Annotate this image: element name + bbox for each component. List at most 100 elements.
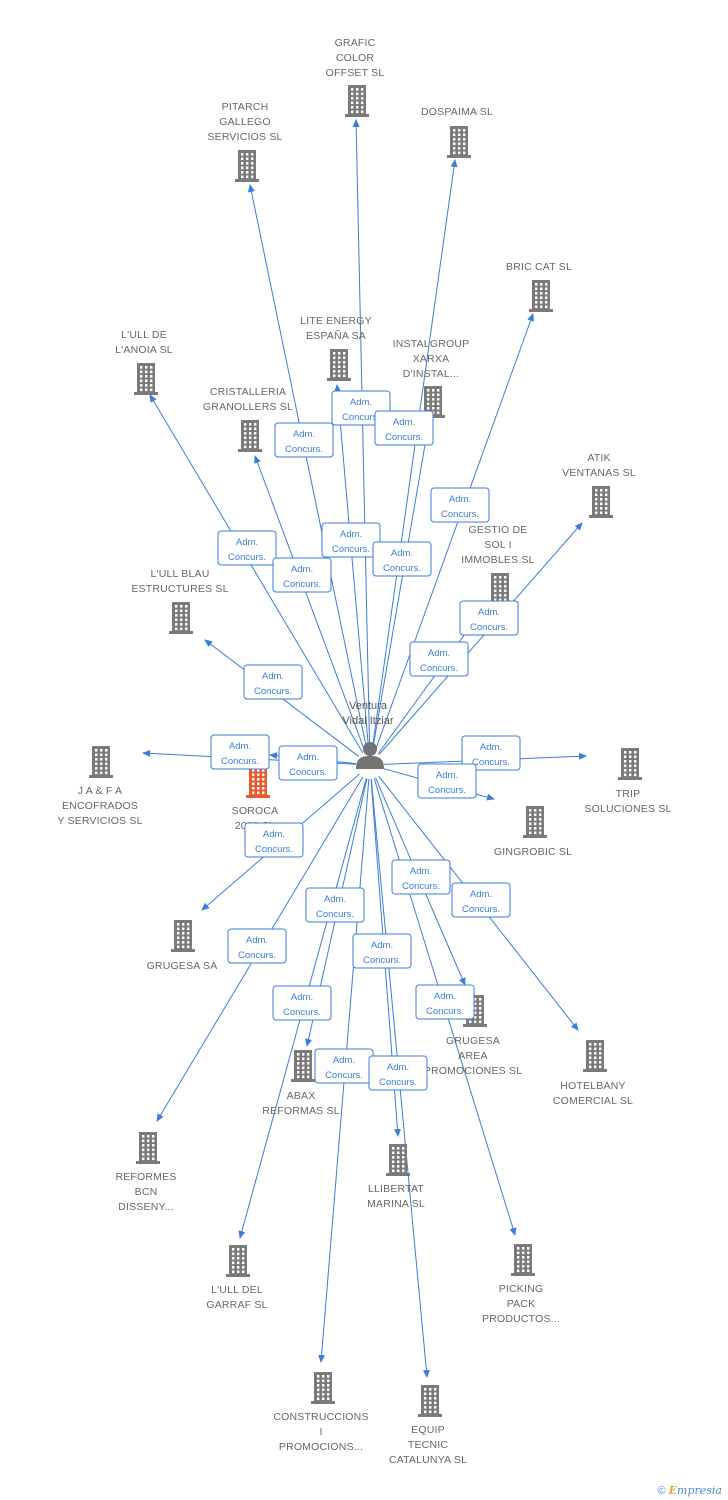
edge-role-text: Concurs.	[283, 579, 321, 590]
edge-role-text: Adm.	[297, 752, 319, 763]
company-node-picking[interactable]: PICKINGPACKPRODUCTOS...	[482, 1244, 560, 1325]
building-icon	[488, 573, 512, 605]
edge-role-text: Concurs.	[238, 950, 276, 961]
edge-role-label-pitarch[interactable]: Adm.Concurs.	[274, 422, 334, 458]
company-node-atik[interactable]: ATIK VENTANAS SL	[562, 452, 636, 518]
edge-role-label-lite[interactable]: Adm.Concurs.	[321, 522, 381, 558]
edge-role-label-ull-blau[interactable]: Adm.Concurs.	[243, 664, 303, 700]
company-label-line: BCN	[135, 1186, 158, 1198]
edge-role-label-hotelbany[interactable]: Adm.Concurs.	[451, 882, 511, 918]
company-node-bric[interactable]: BRIC CAT SL	[506, 261, 572, 312]
company-label-line: SOROCA	[232, 805, 279, 817]
edge-role-label-picking[interactable]: Adm.Concurs.	[415, 984, 475, 1020]
edge-role-text: Concurs.	[363, 955, 401, 966]
company-label-line: DOSPAIMA SL	[421, 106, 493, 118]
edge-role-label-abax[interactable]: Adm.Concurs.	[305, 887, 365, 923]
edge-role-label-reformes[interactable]: Adm.Concurs.	[227, 928, 287, 964]
company-label-line: I	[319, 1426, 322, 1438]
edge-role-label-gingrobic[interactable]: Adm.Concurs.	[417, 763, 477, 799]
edge-role-text: Concurs.	[402, 881, 440, 892]
edge-role-label-grugesa-area[interactable]: Adm.Concurs.	[391, 859, 451, 895]
company-node-instalgroup[interactable]: INSTALGROUPXARXAD'INSTAL...	[393, 338, 470, 418]
edge-role-label-ull-anoia[interactable]: Adm.Concurs.	[217, 530, 277, 566]
person-icon	[356, 742, 384, 769]
company-node-dospaima[interactable]: DOSPAIMA SL	[421, 106, 493, 158]
building-icon	[386, 1144, 410, 1176]
edge-role-text: Concurs.	[426, 1006, 464, 1017]
company-label-line: COLOR	[336, 52, 375, 64]
company-label-line: PITARCH	[222, 101, 269, 113]
company-label-line: ATIK	[587, 452, 610, 464]
company-label-line: VENTANAS SL	[562, 467, 636, 479]
company-label-line: GRAFIC	[335, 37, 376, 49]
edge-role-text: Adm.	[229, 741, 251, 752]
company-node-reformes[interactable]: REFORMESBCNDISSENY...	[115, 1132, 176, 1213]
edge-role-label-equip[interactable]: Adm.Concurs.	[368, 1055, 428, 1091]
company-node-construccions[interactable]: CONSTRUCCIONSIPROMOCIONS...	[273, 1372, 368, 1453]
building-icon	[134, 363, 158, 395]
edge-role-label-grugesa-sa[interactable]: Adm. Concurs.	[244, 822, 304, 858]
company-label-line: CATALUNYA SL	[389, 1454, 467, 1466]
edge-role-text: Adm.	[333, 1055, 355, 1066]
edge-role-label-instalgroup[interactable]: Adm.Concurs.	[372, 541, 432, 577]
edge-role-label-bric[interactable]: Adm.Concurs.	[430, 487, 490, 523]
company-node-ull-anoia[interactable]: L'ULL DEL'ANOIA SL	[115, 329, 173, 395]
company-label-line: PRODUCTOS...	[482, 1313, 560, 1325]
company-node-grugesa-sa[interactable]: GRUGESA SA	[147, 920, 218, 972]
company-label-line: L'ANOIA SL	[115, 344, 173, 356]
company-node-soroca[interactable]: SOROCA2002 SL	[232, 766, 279, 832]
company-label-line: CRISTALLERIA	[210, 386, 286, 398]
edge-role-label-trip[interactable]: Adm.Concurs.	[461, 735, 521, 771]
edge-role-text: Concurs.	[385, 432, 423, 443]
edge-role-label-ull-garraf[interactable]: Adm.Concurs.	[272, 985, 332, 1021]
edge-ull-anoia	[149, 394, 364, 754]
edge-role-text: Adm.	[293, 429, 315, 440]
edge-role-text: Concurs.	[462, 904, 500, 915]
company-label-line: Y SERVICIOS SL	[57, 815, 142, 827]
company-label-line: XARXA	[413, 353, 450, 365]
edge-grafic	[352, 119, 371, 752]
edge-role-text: Concurs.	[470, 622, 508, 633]
company-label-line: OFFSET SL	[326, 67, 385, 79]
edge-role-text: Adm.	[393, 417, 415, 428]
company-label-line: BRIC CAT SL	[506, 261, 572, 273]
edge-role-text: Concurs.	[283, 1007, 321, 1018]
company-label-line: PACK	[507, 1298, 536, 1310]
building-icon	[618, 748, 642, 780]
company-label-line: SOLUCIONES SL	[584, 803, 671, 815]
company-label-line: COMERCIAL SL	[553, 1095, 633, 1107]
edge-role-label-dospaima[interactable]: Adm. Concurs.	[374, 410, 434, 446]
building-icon	[246, 766, 270, 798]
company-label-line: L'ULL DEL	[211, 1284, 263, 1296]
company-node-grafic[interactable]: GRAFIC COLOR OFFSET SL	[326, 37, 385, 117]
building-icon	[226, 1245, 250, 1277]
edge-role-text: Concurs.	[221, 756, 259, 767]
edge-role-text: Adm.	[263, 829, 285, 840]
company-label-line: MARINA SL	[367, 1198, 425, 1210]
building-icon	[311, 1372, 335, 1404]
company-node-gingrobic[interactable]: GINGROBIC SL	[494, 806, 572, 858]
edge-role-label-soroca[interactable]: Adm.Concurs.	[278, 745, 338, 781]
edge-role-label-llibertat[interactable]: Adm.Concurs.	[352, 933, 412, 969]
edge-role-label-gestio[interactable]: Adm.Concurs.	[409, 641, 469, 677]
edge-role-text: Concurs.	[255, 844, 293, 855]
building-icon	[238, 420, 262, 452]
edge-role-label-jaf[interactable]: Adm. Concurs.	[210, 734, 270, 770]
edge-role-label-construccions[interactable]: Adm.Concurs.	[314, 1048, 374, 1084]
edge-role-text: Concurs.	[383, 563, 421, 574]
edge-role-label-cristalleria[interactable]: Adm.Concurs.	[272, 557, 332, 593]
edge-role-label-atik[interactable]: Adm.Concurs.	[459, 600, 519, 636]
